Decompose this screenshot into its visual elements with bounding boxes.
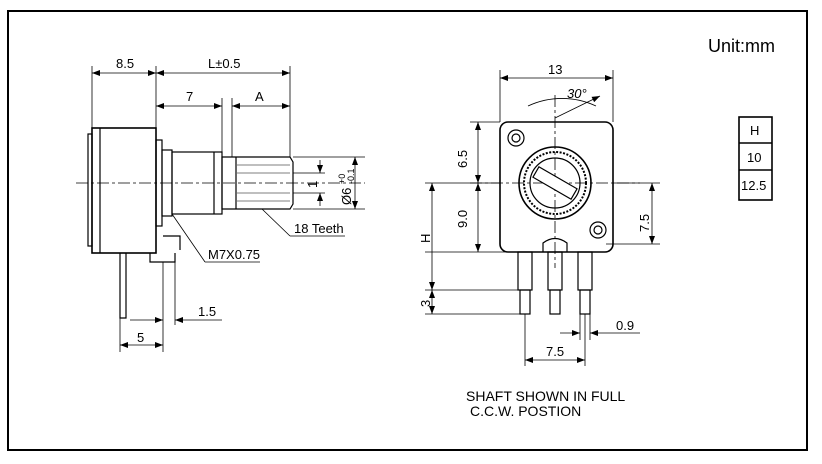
dim-pin-spacing: 7.5: [546, 344, 564, 359]
dim-7-5-right: 7.5: [637, 214, 652, 232]
dim-0-9: 0.9: [616, 318, 634, 333]
front-dim-lines: [425, 70, 660, 366]
side-dim-lines: [91, 66, 365, 352]
unit-label: Unit:mm: [708, 36, 775, 56]
h-table-row: 10: [747, 150, 761, 165]
dim-shaft-length: L±0.5: [208, 56, 240, 71]
side-view: [76, 127, 365, 319]
dim-pin-5: 5: [137, 330, 144, 345]
dim-diameter: Ø6: [339, 188, 354, 205]
h-table: H 10 12.5: [738, 116, 773, 201]
dim-diameter-tol-upper: +0: [337, 174, 347, 184]
dim-pin-offset: 1.5: [198, 304, 216, 319]
h-table-row: 12.5: [741, 178, 766, 193]
dim-3: 3: [418, 300, 433, 307]
caption-line-1: SHAFT SHOWN IN FULL: [466, 388, 625, 404]
dim-top: 6.5: [455, 150, 470, 168]
dim-shaft-7: 7: [186, 89, 193, 104]
label-teeth: 18 Teeth: [294, 221, 344, 236]
dim-angle: 30°: [567, 86, 587, 101]
h-table-header: H: [750, 123, 759, 138]
dim-shaft-base: 8.5: [116, 56, 134, 71]
dim-9: 9.0: [455, 210, 470, 228]
dim-flat: 1: [305, 181, 320, 188]
dim-width: 13: [548, 62, 562, 77]
caption-line-2: C.C.W. POSTION: [470, 403, 581, 419]
label-thread: M7X0.75: [208, 247, 260, 262]
dim-shaft-a: A: [255, 89, 264, 104]
drawing-frame: [7, 10, 808, 451]
front-view: [470, 95, 640, 315]
dim-diameter-group: Ø6 +0 -0.1: [337, 168, 356, 205]
dim-h: H: [418, 234, 433, 243]
dim-diameter-tol-lower: -0.1: [346, 168, 356, 184]
